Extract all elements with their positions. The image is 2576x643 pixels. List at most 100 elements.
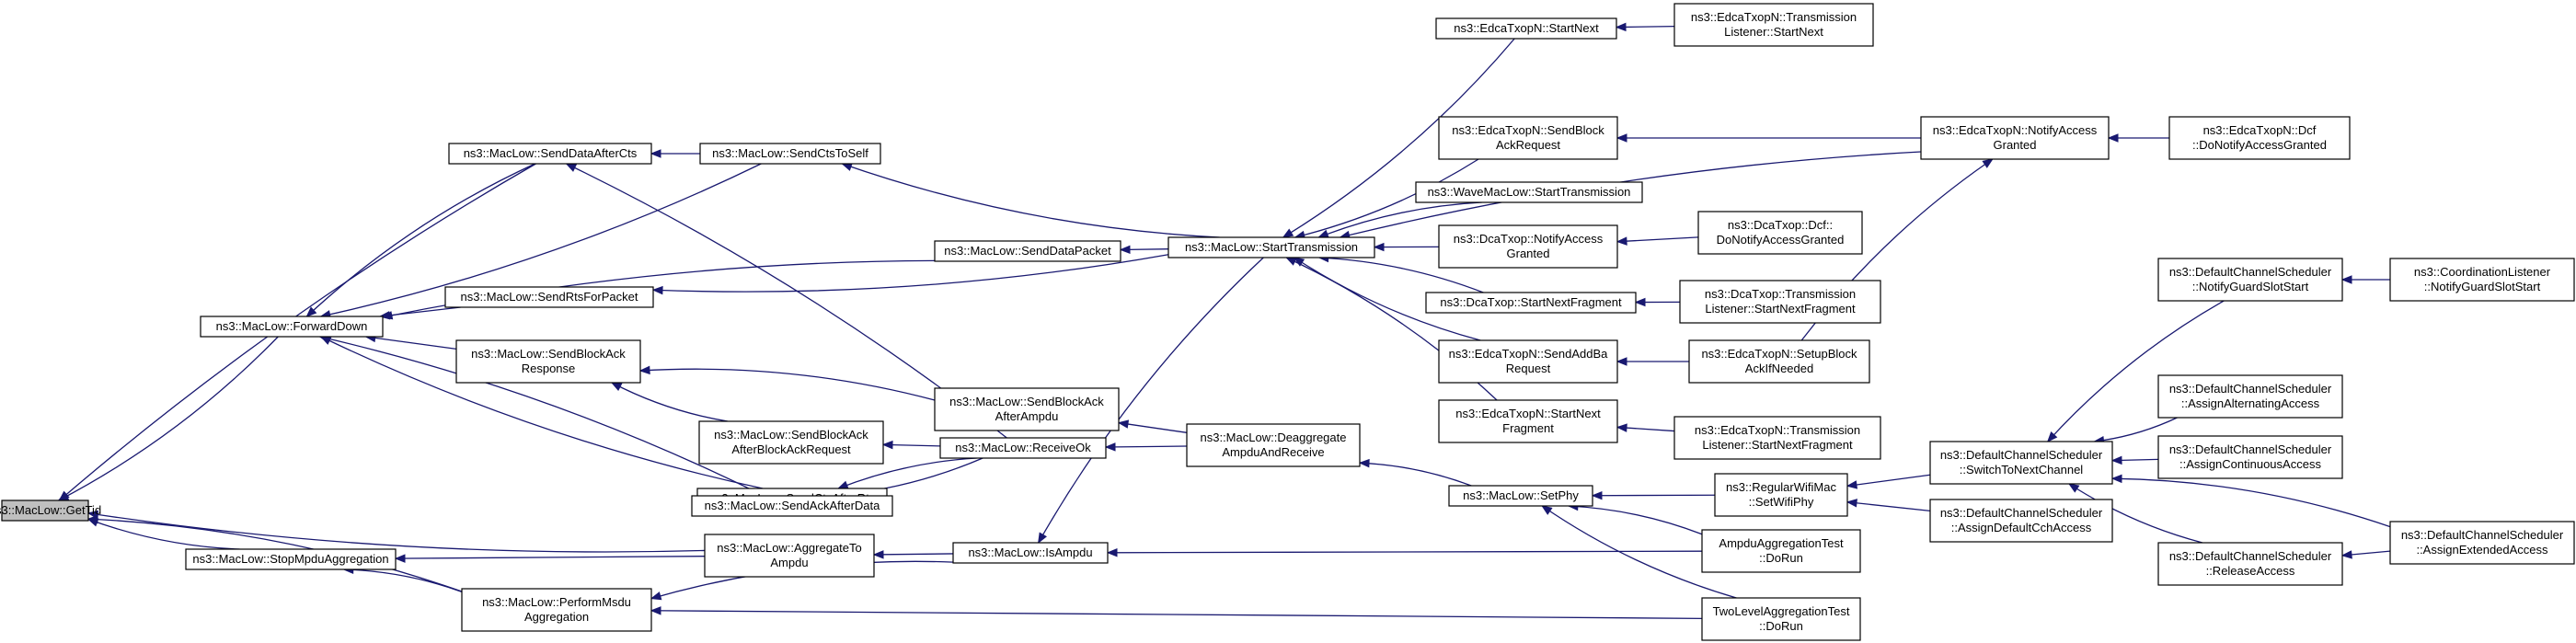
edge-line xyxy=(1318,257,1484,293)
graph-node-dcaDcfNotify[interactable]: ns3::DcaTxop::Dcf::DoNotifyAccessGranted xyxy=(1697,211,1863,255)
graph-node-sendCtsToSelf[interactable]: ns3::MacLow::SendCtsToSelf xyxy=(699,143,881,165)
node-box xyxy=(1438,224,1618,269)
graph-node-regularSetWifiPhy[interactable]: ns3::RegularWifiMac::SetWifiPhy xyxy=(1714,473,1848,517)
graph-node-dcsAssignContinuous[interactable]: ns3::DefaultChannelScheduler::AssignCont… xyxy=(2157,435,2343,479)
node-label: ns3::EdcaTxopN::SendBlock xyxy=(1452,123,1604,137)
graph-node-edcaTLStartNext[interactable]: ns3::EdcaTxopN::TransmissionListener::St… xyxy=(1673,3,1874,47)
call-edge-isAmpdu-to-aggregateToAmpdu xyxy=(872,550,954,559)
graph-node-twoLevelTest[interactable]: TwoLevelAggregationTest::DoRun xyxy=(1701,597,1861,641)
call-edge-dcsAssignContinuous-to-dcsSwitchToNext xyxy=(2110,455,2159,465)
node-label: Listener::StartNextFragment xyxy=(1705,302,1856,316)
node-label: ns3::MacLow::StopMpduAggregation xyxy=(192,552,388,566)
node-box xyxy=(1697,211,1863,255)
node-label: ns3::MacLow::SendRtsForPacket xyxy=(461,290,638,304)
graph-node-dcsAssignAlternating[interactable]: ns3::DefaultChannelScheduler::AssignAlte… xyxy=(2157,374,2343,419)
edge-line xyxy=(1038,257,1264,544)
edge-arrowhead xyxy=(58,490,70,501)
graph-node-edcaDcfNotify[interactable]: ns3::EdcaTxopN::Dcf::DoNotifyAccessGrant… xyxy=(2168,116,2351,160)
graph-node-setPhy[interactable]: ns3::MacLow::SetPhy xyxy=(1448,485,1593,507)
edge-line xyxy=(1359,462,1472,487)
edge-line xyxy=(1616,236,1699,243)
node-label: ns3::DefaultChannelScheduler xyxy=(2401,528,2564,542)
graph-node-ampduAggTest[interactable]: AmpduAggregationTest::DoRun xyxy=(1701,529,1861,573)
call-edge-dcaNotifyAccess-to-startTransmission xyxy=(1373,242,1440,252)
call-edge-dcsAssignExtended-to-dcsSwitchToNext xyxy=(2110,474,2391,528)
node-label: ::DoNotifyAccessGranted xyxy=(2192,138,2327,152)
call-edge-edcaStartNext-to-startTransmission xyxy=(1282,38,1515,238)
graph-node-dcaTLStartNextFragment[interactable]: ns3::DcaTxop::TransmissionListener::Star… xyxy=(1679,280,1881,324)
graph-node-waveStart[interactable]: ns3::WaveMacLow::StartTransmission xyxy=(1415,181,1643,203)
call-edge-aggregateToAmpdu-to-stopMpdu xyxy=(394,554,706,563)
graph-node-startTransmission[interactable]: ns3::MacLow::StartTransmission xyxy=(1167,236,1375,258)
node-box xyxy=(1438,339,1618,384)
edge-arrowhead xyxy=(1616,133,1627,143)
node-box xyxy=(1438,116,1618,160)
graph-node-dcsSwitchToNext[interactable]: ns3::DefaultChannelScheduler::SwitchToNe… xyxy=(1929,441,2113,485)
edge-arrowhead xyxy=(1616,423,1627,432)
graph-node-fwdDown[interactable]: ns3::MacLow::ForwardDown xyxy=(200,316,384,338)
edge-line xyxy=(305,163,535,317)
edge-line xyxy=(842,163,1220,238)
node-box xyxy=(1,499,89,522)
edge-arrowhead xyxy=(1616,236,1627,246)
node-label: ::SwitchToNextChannel xyxy=(1960,463,2084,477)
graph-node-sendRtsForPacket[interactable]: ns3::MacLow::SendRtsForPacket xyxy=(444,286,654,308)
graph-node-edcaTLStartNextFragment[interactable]: ns3::EdcaTxopN::TransmissionListener::St… xyxy=(1673,416,1881,460)
graph-node-receiveOk[interactable]: ns3::MacLow::ReceiveOk xyxy=(939,437,1107,459)
node-label: ns3::DcaTxop::NotifyAccess xyxy=(1454,232,1604,246)
edge-line xyxy=(87,512,706,553)
graph-node-sendDataPacket[interactable]: ns3::MacLow::SendDataPacket xyxy=(934,240,1121,262)
edge-arrowhead xyxy=(1634,297,1646,307)
graph-node-getTid[interactable]: ns3::MacLow::GetTid xyxy=(0,499,101,522)
node-label: AfterBlockAckRequest xyxy=(731,442,851,456)
node-label: DoNotifyAccessGranted xyxy=(1717,233,1845,247)
graph-node-dcsAssignDefaultCch[interactable]: ns3::DefaultChannelScheduler::AssignDefa… xyxy=(1929,499,2113,543)
graph-node-sendDataAfterCts[interactable]: ns3::MacLow::SendDataAfterCts xyxy=(448,143,652,165)
graph-node-sendAckAfterData[interactable]: ns3::MacLow::SendAckAfterData xyxy=(691,495,893,517)
node-box xyxy=(1688,339,1870,384)
edge-line xyxy=(1568,505,1703,535)
call-edge-startTransmission-to-isAmpdu xyxy=(1038,257,1264,545)
graph-node-stopMpdu[interactable]: ns3::MacLow::StopMpduAggregation xyxy=(185,548,397,570)
edge-line xyxy=(320,163,762,317)
node-box xyxy=(461,588,652,632)
graph-node-coordNotifyGuard[interactable]: ns3::CoordinationListener::NotifyGuardSl… xyxy=(2389,258,2575,302)
node-label: ns3::MacLow::ReceiveOk xyxy=(955,441,1091,454)
edge-line xyxy=(639,368,936,401)
node-label: ns3::DefaultChannelScheduler xyxy=(1940,506,2103,520)
graph-node-sendBlockAckAfterBAR[interactable]: ns3::MacLow::SendBlockAckAfterBlockAckRe… xyxy=(698,420,884,465)
node-label: ns3::MacLow::IsAmpdu xyxy=(968,545,1092,559)
edge-arrowhead xyxy=(1373,242,1385,252)
edge-line xyxy=(837,457,977,489)
call-edge-aggregateToAmpdu-to-getTid xyxy=(86,510,706,553)
graph-node-dcsNotifyGuard[interactable]: ns3::DefaultChannelScheduler::NotifyGuar… xyxy=(2157,258,2343,302)
node-label: ns3::EdcaTxopN::SetupBlock xyxy=(1701,347,1857,361)
graph-node-edcaStartNextFragment[interactable]: ns3::EdcaTxopN::StartNextFragment xyxy=(1438,399,1618,443)
graph-node-edcaStartNext[interactable]: ns3::EdcaTxopN::StartNext xyxy=(1435,17,1617,40)
edge-arrowhead xyxy=(1293,257,1305,267)
node-label: AmpduAndReceive xyxy=(1222,445,1324,459)
graph-node-dcaNotifyAccess[interactable]: ns3::DcaTxop::NotifyAccessGranted xyxy=(1438,224,1618,269)
node-label: ::ReleaseAccess xyxy=(2206,564,2295,578)
graph-node-dcsAssignExtended[interactable]: ns3::DefaultChannelScheduler::AssignExte… xyxy=(2389,521,2575,565)
node-label: ns3::EdcaTxopN::StartNext xyxy=(1454,21,1599,35)
node-box xyxy=(1701,529,1861,573)
graph-node-dcsReleaseAccess[interactable]: ns3::DefaultChannelScheduler::ReleaseAcc… xyxy=(2157,542,2343,586)
edge-line xyxy=(87,518,240,550)
edge-arrowhead xyxy=(1285,257,1297,266)
node-label: ns3::MacLow::StartTransmission xyxy=(1185,240,1358,254)
node-label: ns3::EdcaTxopN::Transmission xyxy=(1695,423,1860,437)
node-label: ns3::DcaTxop::Transmission xyxy=(1705,287,1856,301)
graph-node-dcaStartNextFragment[interactable]: ns3::DcaTxop::StartNextFragment xyxy=(1425,292,1637,314)
graph-node-isAmpdu[interactable]: ns3::MacLow::IsAmpdu xyxy=(952,542,1109,564)
graph-node-edcaNotifyAccess[interactable]: ns3::EdcaTxopN::NotifyAccessGranted xyxy=(1920,116,2110,160)
node-box xyxy=(2157,435,2343,479)
